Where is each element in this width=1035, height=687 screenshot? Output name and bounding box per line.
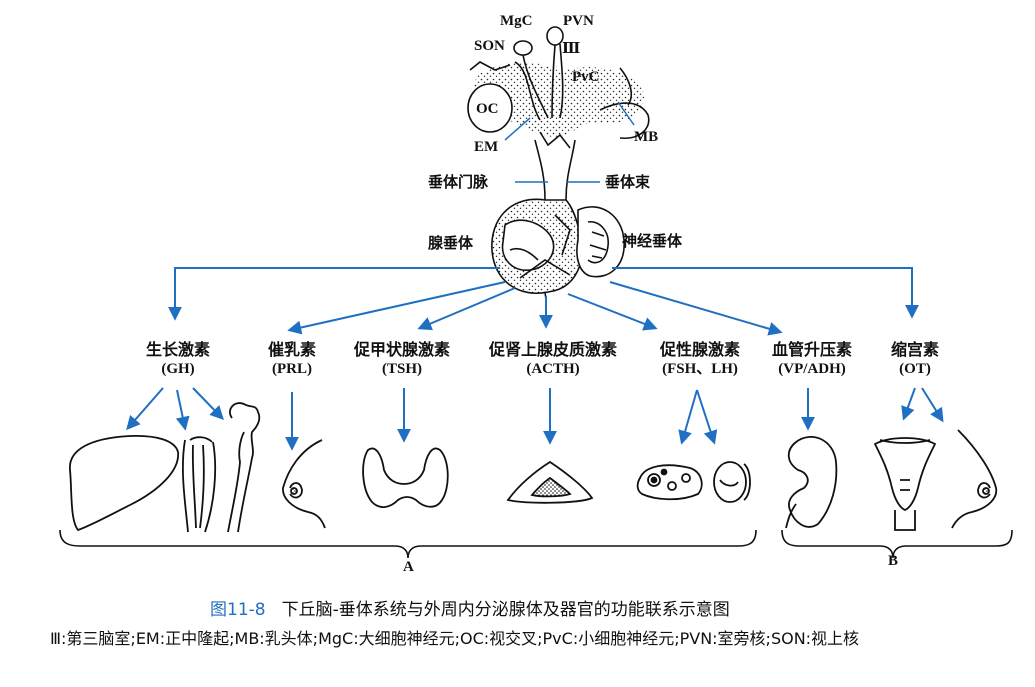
hormone-tsh: 促甲状腺激素 (TSH) bbox=[340, 340, 464, 378]
label-pvc: PvC bbox=[572, 69, 600, 85]
hormone-name: 催乳素 bbox=[267, 340, 316, 359]
hormone-abbr: (TSH) bbox=[381, 361, 422, 377]
hormone-fsh-lh: 促性腺激素 (FSH、LH) bbox=[644, 340, 756, 378]
hormone-abbr: (FSH、LH) bbox=[662, 361, 738, 377]
hormone-name: 促性腺激素 bbox=[659, 340, 740, 359]
hormone-name: 促甲状腺激素 bbox=[353, 340, 450, 359]
label-mb: MB bbox=[634, 129, 659, 145]
testis-icon bbox=[713, 461, 751, 503]
label-son: SON bbox=[474, 38, 505, 54]
label-oc: OC bbox=[476, 101, 499, 117]
hormone-name: 促肾上腺皮质激素 bbox=[488, 340, 617, 359]
group-b-label: B bbox=[888, 553, 899, 569]
muscle-icon bbox=[181, 436, 217, 533]
label-portal-vein: 垂体门脉 bbox=[428, 173, 489, 191]
breast-b-icon bbox=[951, 429, 998, 529]
hormone-name: 缩宫素 bbox=[890, 340, 939, 359]
liver-icon bbox=[69, 435, 179, 532]
hormone-acth: 促肾上腺皮质激素 (ACTH) bbox=[474, 340, 632, 378]
hormone-gh: 生长激素 (GH) bbox=[133, 340, 223, 378]
kidney-icon bbox=[785, 436, 838, 529]
label-adenohypophysis: 腺垂体 bbox=[428, 234, 474, 252]
label-neurohypophysis: 神经垂体 bbox=[622, 232, 683, 250]
hormone-abbr: (OT) bbox=[899, 361, 931, 377]
adrenal-icon bbox=[506, 460, 594, 504]
bone-icon bbox=[227, 402, 261, 533]
uterus-icon bbox=[873, 437, 937, 531]
ovary-icon bbox=[636, 464, 703, 501]
hypothalamus-illustration bbox=[467, 26, 650, 301]
thyroid-icon bbox=[362, 447, 449, 508]
figure-number: 图11-8 bbox=[210, 600, 266, 620]
figure-title: 下丘脑-垂体系统与外周内分泌腺体及器官的功能联系示意图 bbox=[281, 600, 730, 620]
hormone-abbr: (VP/ADH) bbox=[778, 361, 846, 377]
label-mgc: MgC bbox=[500, 13, 533, 29]
hormone-abbr: (GH) bbox=[161, 361, 195, 377]
label-em: EM bbox=[474, 139, 499, 155]
hormone-name: 血管升压素 bbox=[771, 340, 852, 359]
hormone-arrows bbox=[126, 267, 944, 451]
hormone-abbr: (ACTH) bbox=[526, 361, 580, 377]
group-braces bbox=[59, 529, 1013, 559]
group-a-label: A bbox=[403, 559, 414, 575]
hormone-vp-adh: 血管升压素 (VP/ADH) bbox=[760, 340, 864, 378]
hormone-abbr: (PRL) bbox=[272, 361, 312, 377]
breast-icon bbox=[282, 439, 326, 529]
figure-legend: Ⅲ:第三脑室;EM:正中隆起;MB:乳头体;MgC:大细胞神经元;OC:视交叉;… bbox=[50, 629, 860, 648]
hormone-prl: 催乳素 (PRL) bbox=[250, 340, 334, 378]
figure-caption: 图11-8 下丘脑-垂体系统与外周内分泌腺体及器官的功能联系示意图 bbox=[210, 595, 730, 620]
hormone-ot: 缩宫素 (OT) bbox=[880, 340, 950, 378]
label-pvn: PVN bbox=[563, 13, 594, 29]
hormone-name: 生长激素 bbox=[145, 340, 210, 359]
anatomy-leader-lines bbox=[504, 101, 635, 183]
label-third-ventricle: Ⅲ bbox=[562, 41, 581, 57]
label-pituitary-stalk: 垂体束 bbox=[605, 173, 651, 191]
